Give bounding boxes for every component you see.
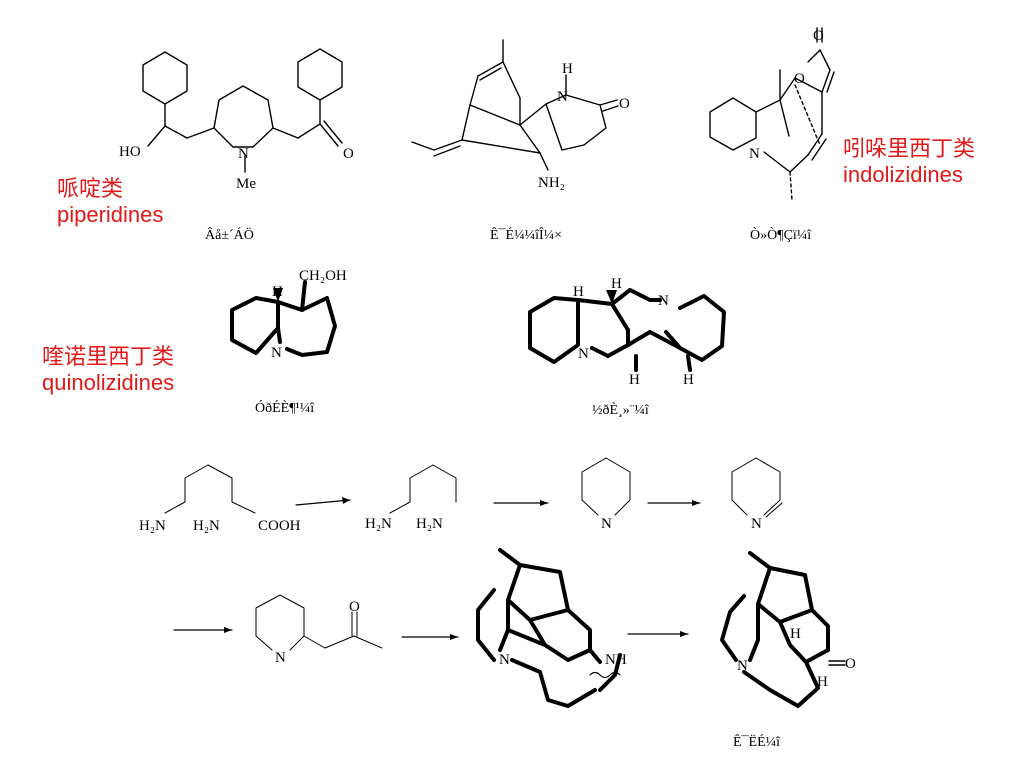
category-indolizidines: 吲哚里西丁类 indolizidines xyxy=(843,136,975,188)
pelletierine-structure xyxy=(255,594,383,651)
category-indolizidines-zh: 吲哚里西丁类 xyxy=(843,136,976,161)
arrows-row1 xyxy=(295,499,701,506)
caption-lupinine: ÓðÉÈ¶¹¼î xyxy=(255,401,315,416)
lupinine-ch2oh: CH₂OH xyxy=(299,268,347,284)
lobeline-ho: HO xyxy=(119,144,141,160)
lupinine-structure xyxy=(230,280,337,357)
sparteine-n1: N xyxy=(578,346,589,362)
sparteine-h4: H xyxy=(683,372,694,388)
sparteine-wedge xyxy=(606,290,617,304)
arrows-row2 xyxy=(173,629,689,638)
caption-huperzine: Ê¯É¼¼îÎ¼× xyxy=(490,228,563,243)
lysine-structure xyxy=(164,464,256,514)
lysine-cooh: COOH xyxy=(258,518,301,534)
category-piperidines-en: piperidines xyxy=(57,202,164,227)
lycopodine-n: N xyxy=(737,658,748,674)
lobeline-o: O xyxy=(343,146,354,162)
huperzine-o: O xyxy=(619,96,630,112)
atom-labels: HO N Me O H N O NH₂ N O O H CH₂OH N H H … xyxy=(119,28,856,690)
category-quinolizidines-en: quinolizidines xyxy=(42,370,175,395)
lobeline-n: N xyxy=(238,146,249,162)
securinine-ring-o: O xyxy=(794,71,805,87)
lysine-h2n-2: H₂N xyxy=(193,518,220,534)
caption-sparteine: ½ðÈ¸»¨¼î xyxy=(592,403,649,418)
lobeline-me: Me xyxy=(236,176,256,192)
lycopodium-intermediate-structure xyxy=(476,548,622,708)
cadaverine-structure xyxy=(389,464,457,514)
sparteine-structure xyxy=(528,288,726,372)
category-piperidines: 哌啶类 piperidines xyxy=(57,176,163,228)
huperzine-nh2: NH₂ xyxy=(538,175,565,191)
pelletierine-o: O xyxy=(349,599,360,615)
huperzine-h: H xyxy=(562,61,573,77)
category-quinolizidines-zh: 喹诺里西丁类 xyxy=(42,344,175,369)
securinine-carbonyl-o: O xyxy=(813,28,824,44)
lycopodine-o: O xyxy=(845,656,856,672)
category-quinolizidines: 喹诺里西丁类 quinolizidines xyxy=(42,344,174,396)
cadaverine-h2n-2: H₂N xyxy=(416,516,443,532)
piperidine-n: N xyxy=(601,516,612,532)
lycopodine-h2: H xyxy=(817,674,828,690)
sparteine-h1: H xyxy=(573,284,584,300)
cadaverine-h2n-1: H₂N xyxy=(365,516,392,532)
huperzine-n: N xyxy=(557,89,568,105)
sparteine-h3: H xyxy=(629,372,640,388)
huperzine-structure xyxy=(411,39,619,171)
piperidine-structure xyxy=(581,457,631,516)
lysine-h2n-1: H₂N xyxy=(139,518,166,534)
lupinine-h: H xyxy=(272,284,283,300)
caption-lycopodine: Ê¯ËÉ¼î xyxy=(733,735,781,750)
category-indolizidines-en: indolizidines xyxy=(843,162,963,187)
intermediate-nh: NH xyxy=(605,652,627,668)
category-piperidines-zh: 哌啶类 xyxy=(57,176,124,201)
pelletierine-n: N xyxy=(275,650,286,666)
piperideine-n: N xyxy=(751,516,762,532)
caption-securinine: Ò»Ò¶Çï¼î xyxy=(750,228,812,243)
lycopodine-h1: H xyxy=(790,626,801,642)
caption-lobeline: Âå±´ÁÖ xyxy=(205,228,254,243)
securinine-n: N xyxy=(749,146,760,162)
lupinine-wedge xyxy=(273,288,283,302)
lycopodine-structure xyxy=(720,551,830,708)
piperideine-structure xyxy=(731,457,783,518)
intermediate-n: N xyxy=(499,652,510,668)
securinine-structure xyxy=(709,27,835,201)
lobeline-structure xyxy=(142,48,343,173)
sparteine-n2: N xyxy=(658,293,669,309)
sparteine-h2: H xyxy=(611,276,622,292)
lupinine-n: N xyxy=(271,345,282,361)
